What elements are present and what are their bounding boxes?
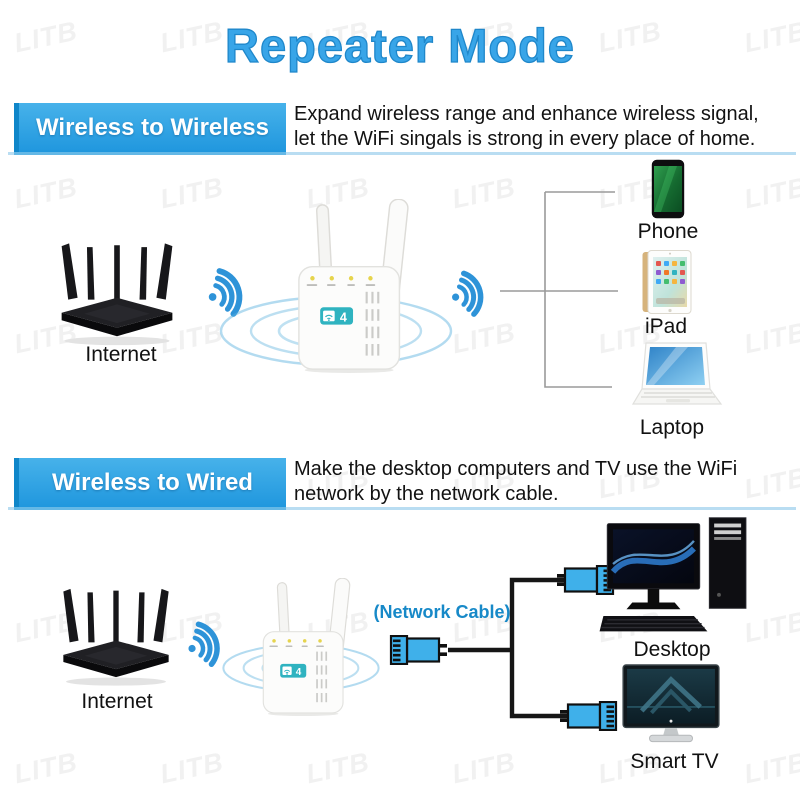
wifi4-badge-number: 4: [340, 310, 347, 324]
banner-underline: [14, 507, 286, 510]
section1-description: Expand wireless range and enhance wirele…: [294, 102, 800, 151]
smart-tv-label: Smart TV: [630, 750, 719, 773]
repeater-vents: [316, 651, 328, 703]
ethernet-plug-icon: [560, 701, 618, 731]
router-illustration: [63, 588, 169, 686]
wifi4-badge: 4: [320, 307, 354, 325]
wifi-signal-icon: [452, 270, 484, 317]
banner-label: Wireless to Wired: [52, 468, 253, 496]
connection-bracket-lines: [500, 191, 618, 388]
router-antennas: [63, 588, 169, 643]
section2-description: Make the desktop computers and TV use th…: [294, 457, 800, 506]
description-line: network by the network cable.: [294, 482, 559, 505]
internet-label: Internet: [85, 343, 157, 366]
repeater-vents: [365, 291, 380, 356]
repeater-illustration: 4: [298, 199, 409, 373]
network-cable-label: (Network Cable): [373, 602, 511, 622]
network-cable-lines: [448, 577, 567, 719]
ipad-label: iPad: [644, 315, 688, 338]
repeater-leds: [269, 639, 324, 647]
banner-wireless-to-wired: Wireless to Wired: [14, 458, 286, 507]
ethernet-plug-icon: [389, 635, 447, 665]
ipad-app-icons: [656, 261, 685, 304]
internet-label: Internet: [81, 690, 153, 713]
desktop-label: Desktop: [633, 638, 711, 661]
section-divider: [8, 507, 796, 510]
router-body: [61, 312, 173, 337]
repeater-antenna: [315, 204, 333, 276]
laptop-label: Laptop: [639, 416, 705, 439]
page-title: Repeater Mode: [224, 18, 575, 72]
section-divider: [8, 152, 796, 155]
router-shadow: [64, 336, 170, 346]
wifi-signal-icon: [188, 621, 220, 668]
wifi-signal-icon: [208, 268, 243, 317]
phone-illustration: [651, 159, 685, 219]
description-line: let the WiFi singals is strong in every …: [294, 127, 756, 150]
router-antennas: [61, 243, 173, 300]
banner-underline: [14, 152, 286, 155]
smart-tv-illustration: [622, 664, 720, 743]
wifi4-badge-number: 4: [296, 667, 302, 678]
repeater-leds: [306, 276, 376, 286]
repeater-illustration: 4: [262, 578, 351, 716]
description-line: Expand wireless range and enhance wirele…: [294, 103, 759, 125]
ipad-illustration: [642, 250, 692, 314]
phone-label: Phone: [637, 220, 699, 243]
banner-wireless-to-wireless: Wireless to Wireless: [14, 103, 286, 152]
description-line: Make the desktop computers and TV use th…: [294, 458, 738, 480]
wifi4-badge: 4: [280, 663, 307, 678]
router-illustration: [61, 243, 173, 346]
banner-label: Wireless to Wireless: [35, 113, 269, 141]
desktop-illustration: [599, 517, 747, 632]
laptop-illustration: [632, 342, 723, 405]
